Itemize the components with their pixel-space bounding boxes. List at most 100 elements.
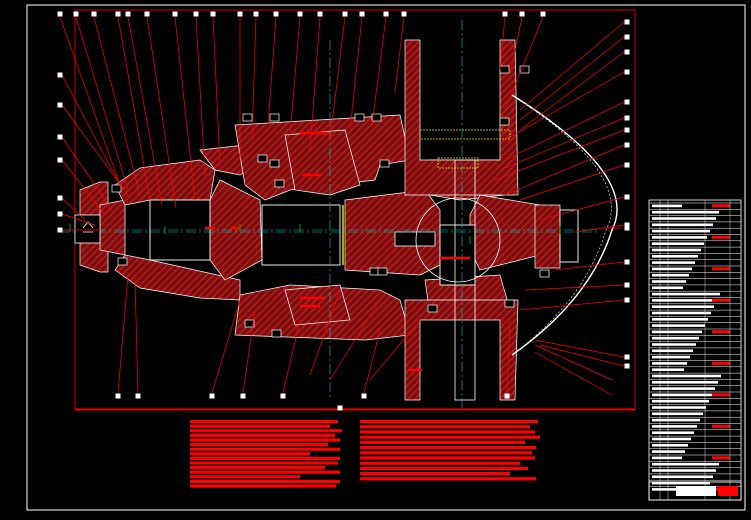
part-balloon <box>624 354 630 360</box>
axle-cross-section <box>60 20 618 410</box>
leader-line <box>75 16 129 191</box>
note-line-right <box>360 420 538 424</box>
leader-line <box>539 344 625 367</box>
leader-line <box>267 16 277 126</box>
parts-table-text <box>652 469 716 472</box>
leader-line <box>134 279 139 394</box>
parts-table-text <box>652 418 700 422</box>
parts-table-text <box>652 255 698 258</box>
parts-table-text <box>652 437 691 441</box>
leader-line <box>61 104 129 196</box>
cross-pin <box>439 224 476 286</box>
leader-line <box>309 289 341 376</box>
bolt-head <box>427 304 438 313</box>
part-balloon <box>172 11 178 17</box>
parts-table-mark <box>712 424 730 428</box>
part-balloon <box>273 11 279 17</box>
leader-line <box>309 16 321 151</box>
note-line-right <box>360 446 536 450</box>
bolt-head <box>269 159 280 168</box>
bolt-head <box>499 117 510 126</box>
note-line-left <box>190 433 335 437</box>
part-balloon <box>519 11 525 17</box>
part-balloon <box>210 11 216 17</box>
bolt-head <box>354 113 365 122</box>
part-balloon <box>624 142 630 148</box>
leader-line <box>61 213 96 226</box>
part-balloon <box>144 11 150 17</box>
note-line-left <box>190 466 325 470</box>
note-line-right <box>360 435 540 439</box>
leader-line <box>504 16 544 111</box>
leader-line <box>329 16 346 141</box>
leader-line <box>211 299 241 394</box>
part-balloon <box>383 11 389 17</box>
note-line-right <box>360 430 535 434</box>
flange-nut <box>74 214 101 244</box>
pinion-cage-lower <box>114 254 241 301</box>
part-balloon <box>624 162 630 168</box>
parts-table-text <box>652 456 682 460</box>
parts-list-table <box>648 199 742 501</box>
leader-line <box>504 71 625 141</box>
parts-table-text <box>652 223 713 227</box>
parts-table-mark <box>712 267 730 271</box>
part-balloon <box>280 393 286 399</box>
leader-line <box>504 144 625 196</box>
parts-table-text <box>652 267 692 271</box>
parts-table-mark <box>712 330 730 334</box>
part-balloon <box>624 259 630 265</box>
note-line-right <box>360 456 535 460</box>
parts-table-text <box>652 299 717 302</box>
bolt-head <box>271 329 282 338</box>
part-balloon <box>624 49 630 55</box>
leader-line <box>394 16 405 93</box>
part-balloon <box>624 194 630 200</box>
parts-table-text <box>652 349 693 353</box>
bolt-head <box>269 113 280 122</box>
part-leaders <box>59 16 625 396</box>
note-line-right <box>360 461 520 465</box>
parts-table-text <box>652 381 718 384</box>
leader-line <box>554 261 625 271</box>
leader-line <box>519 51 625 131</box>
parts-table-text <box>652 431 694 434</box>
parts-table-text <box>652 374 721 378</box>
parts-table-text <box>652 406 706 409</box>
bolt-head <box>257 154 268 163</box>
leader-line <box>61 159 106 216</box>
parts-table-text <box>652 229 710 233</box>
note-line-right <box>360 440 525 444</box>
part-balloon <box>115 393 121 399</box>
leader-line <box>61 197 86 221</box>
parts-table-text <box>652 387 715 390</box>
part-balloon <box>57 134 63 140</box>
part-balloon <box>624 222 630 228</box>
parts-table-text <box>652 393 712 397</box>
parts-table-text <box>652 292 720 296</box>
parts-table-text <box>652 450 685 453</box>
spider-circle <box>415 197 501 283</box>
bolt-head <box>519 65 530 74</box>
parts-table-text <box>652 444 688 447</box>
leader-line <box>61 136 113 211</box>
parts-table-mark <box>712 456 730 460</box>
leader-line <box>289 16 301 136</box>
leader-line <box>146 16 177 209</box>
parts-table-text <box>652 355 690 359</box>
part-balloon <box>125 11 131 17</box>
parts-table-text <box>652 318 708 321</box>
leader-line <box>574 224 625 233</box>
leader-line <box>534 351 613 396</box>
note-line-right <box>360 425 530 429</box>
bolt-head <box>504 299 515 308</box>
note-line-left <box>190 456 340 460</box>
part-balloon <box>297 11 303 17</box>
part-balloon <box>57 102 63 108</box>
part-balloon <box>624 225 630 231</box>
note-line-left <box>190 420 338 424</box>
leader-line <box>195 16 206 176</box>
part-balloon <box>624 69 630 75</box>
pinion-cage-upper <box>114 159 216 206</box>
